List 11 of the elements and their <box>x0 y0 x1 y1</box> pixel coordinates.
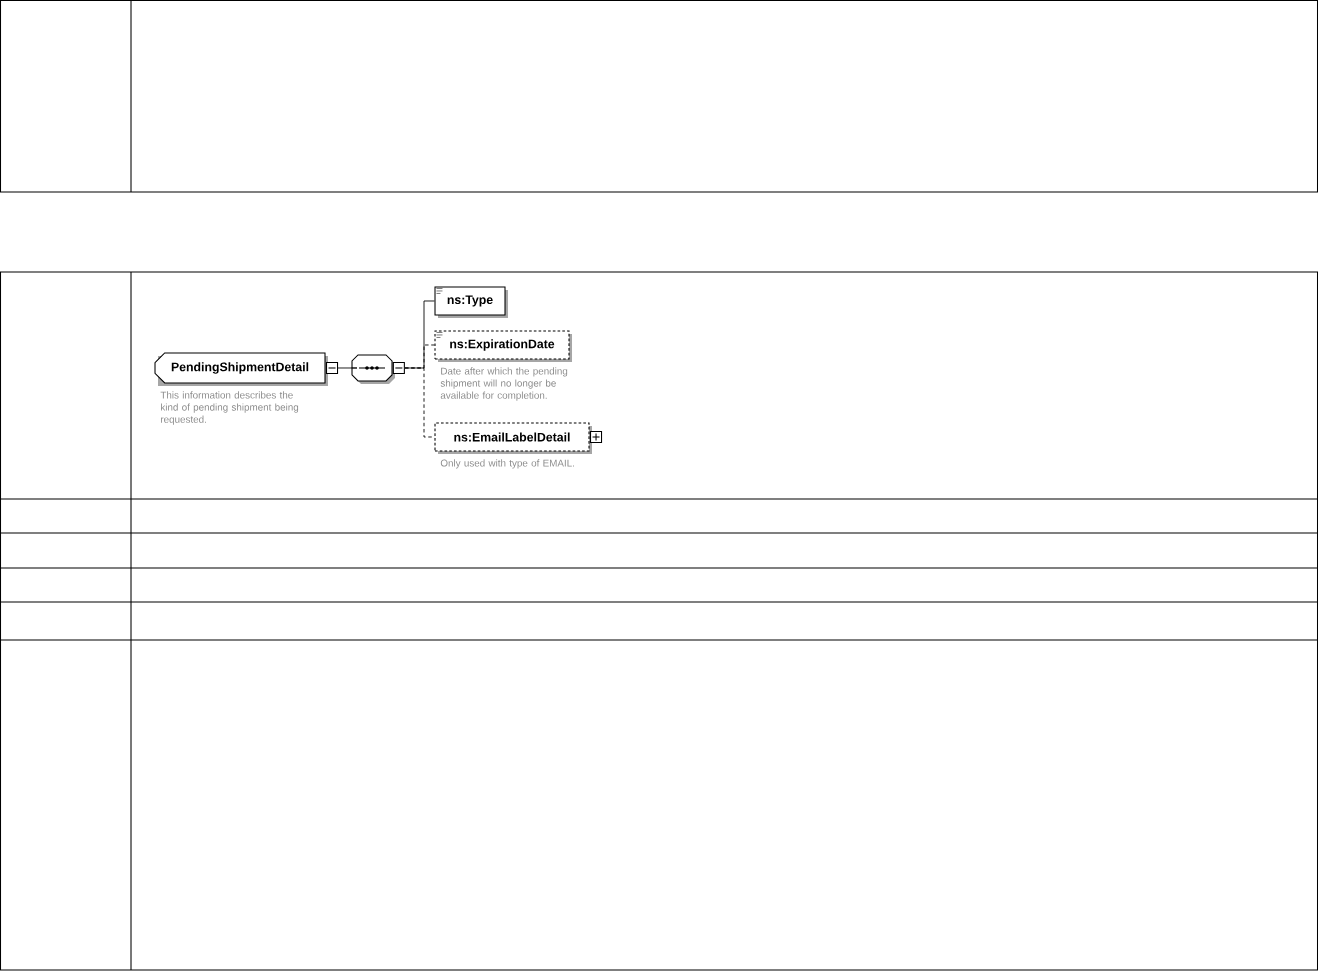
sequence-symbol <box>351 354 405 384</box>
connector-line <box>404 300 435 369</box>
node-description: Only used with type of EMAIL. <box>440 459 574 469</box>
element-box: ns:ExpirationDate <box>434 330 572 362</box>
element-box: PendingShipmentDetail <box>154 352 339 386</box>
element-box: ns:EmailLabelDetail <box>434 422 603 454</box>
connector-line <box>404 367 435 438</box>
node-description: Date after which the pending shipment will no longer be available for completion. <box>440 367 568 401</box>
connector-line <box>337 367 358 369</box>
element-box: ns:Type <box>434 286 508 318</box>
node-description: This information describes the kind of pending shipment being requested. <box>160 391 299 425</box>
